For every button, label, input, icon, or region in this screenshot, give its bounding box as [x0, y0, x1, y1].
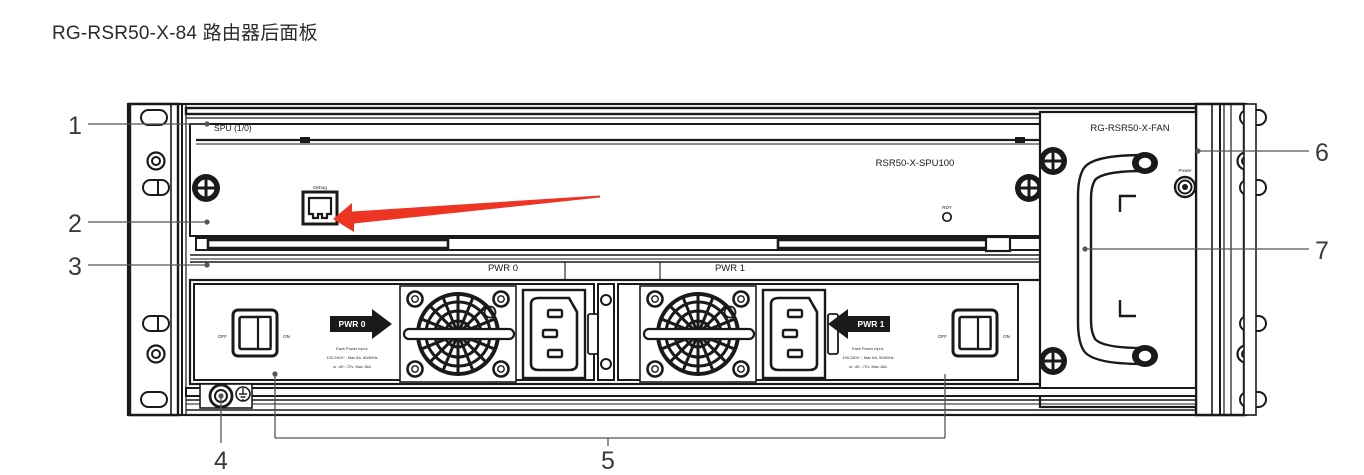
pwr1-switch-off-label: OFF	[938, 334, 947, 339]
psu-center-divider	[597, 283, 615, 381]
fan-module-handle[interactable]	[1076, 152, 1158, 367]
pwr0-switch-off-label: OFF	[218, 334, 227, 339]
pwr0-iec-inlet	[521, 288, 587, 380]
power-module-pwr1: PWR 1 Each Power Input: 100-240V~, Max 6…	[617, 283, 1019, 384]
power-bay-headers: PWR 0 PWR 1	[190, 261, 1068, 282]
pwr0-rating-line-3: or -40~-72V, Max 16A	[333, 364, 371, 369]
fan-power-led: Power	[1173, 168, 1197, 199]
chassis-mid-divider	[190, 254, 1068, 260]
pwr1-iec-inlet	[761, 288, 827, 380]
pwr1-rating-text: Each Power Input: 100-240V~, Max 6A, 50/…	[842, 346, 893, 369]
callout-6: 6	[1195, 139, 1329, 167]
callout-7-number: 7	[1315, 237, 1329, 265]
earth-symbol-icon	[235, 386, 251, 402]
callout-3: 3	[68, 253, 210, 281]
pwr0-rating-line-2: 100-240V~, Max 6A, 50/60Hz	[326, 355, 377, 360]
spu-card-bottom-rail	[195, 235, 1061, 253]
red-pointer-arrow	[333, 195, 600, 232]
pwr0-rating-text: Each Power Input: 100-240V~, Max 6A, 50/…	[326, 346, 377, 369]
debug-port[interactable]: Debug	[301, 185, 339, 226]
pwr1-arrow-label: PWR 1	[858, 319, 885, 329]
pwr1-switch-on-label: ON	[1003, 334, 1010, 339]
pwr1-fan-grille	[638, 284, 758, 384]
spu-slot-label: SPU (1/0)	[214, 123, 252, 133]
pwr1-power-switch[interactable]: OFF ON	[938, 308, 1010, 358]
fan-corner-marks	[1118, 194, 1136, 318]
callout-4: 4	[214, 393, 228, 475]
pwr1-rating-line-3: or -40~-72V, Max 16A	[849, 364, 887, 369]
fan-power-led-label: Power	[1178, 168, 1191, 173]
pwr0-direction-arrow: PWR 0	[330, 309, 392, 339]
callout-5-number: 5	[601, 447, 615, 475]
pwr0-rating-line-1: Each Power Input:	[336, 346, 368, 351]
callout-5: 5	[272, 371, 946, 475]
callout-4-number: 4	[214, 447, 228, 475]
pwr0-fan-grille	[398, 284, 518, 384]
spu-captive-screw	[1013, 172, 1045, 204]
callouts-layer: 1 2 3 4 5	[68, 112, 1329, 475]
fan-module: RG-RSR50-X-FAN Power	[1037, 110, 1198, 409]
rack-ear-screw-icon	[146, 344, 166, 364]
ground-stud	[199, 383, 253, 409]
chassis-right-edge	[1243, 103, 1257, 416]
callout-3-number: 3	[68, 253, 82, 281]
fan-module-captive-screw	[1037, 345, 1069, 377]
pwr1-direction-arrow: PWR 1	[828, 309, 890, 339]
chassis-bottom-rail	[185, 387, 1197, 411]
pwr0-switch-on-label: ON	[283, 334, 290, 339]
callout-2: 2	[68, 210, 210, 238]
debug-port-label: Debug	[313, 185, 327, 190]
rack-ear-dhole-icon	[142, 179, 170, 196]
spu-captive-screw	[190, 172, 222, 204]
spu-card-model-label: RSR50-X-SPU100	[876, 158, 955, 169]
rdy-led: RDY	[941, 205, 953, 223]
pwr1-rating-line-2: 100-240V~, Max 6A, 50/60Hz	[842, 355, 893, 360]
pwr0-cable-clip	[587, 313, 599, 355]
page-title: RG-RSR50-X-84 路由器后面板	[52, 23, 318, 44]
power-module-pwr0: OFF ON PWR 0 Each Power Input: 100-240V~…	[193, 283, 599, 384]
pwr0-power-switch[interactable]: OFF ON	[218, 308, 290, 358]
pwr1-bay-label: PWR 1	[715, 263, 745, 274]
rdy-led-label: RDY	[942, 205, 952, 210]
callout-7: 7	[1082, 237, 1329, 265]
rack-ear-left	[128, 102, 187, 417]
pwr1-rating-line-1: Each Power Input:	[852, 346, 884, 351]
pwr0-arrow-label: PWR 0	[339, 319, 366, 329]
rack-ear-screw-icon	[146, 151, 166, 171]
callout-6-number: 6	[1315, 139, 1329, 167]
rack-ear-slot-icon	[140, 109, 168, 126]
callout-1: 1	[68, 112, 210, 140]
rack-ear-dhole-icon	[142, 315, 170, 332]
callout-1-number: 1	[68, 112, 82, 140]
spu-module: SPU (1/0) RSR50-X-SPU100 Debug RDY	[189, 123, 1069, 253]
fan-module-model-label: RG-RSR50-X-FAN	[1090, 123, 1169, 134]
callout-2-number: 2	[68, 210, 82, 238]
fan-module-captive-screw	[1037, 145, 1069, 177]
pwr0-bay-label: PWR 0	[488, 263, 518, 274]
rack-ear-slot-icon	[140, 391, 168, 408]
